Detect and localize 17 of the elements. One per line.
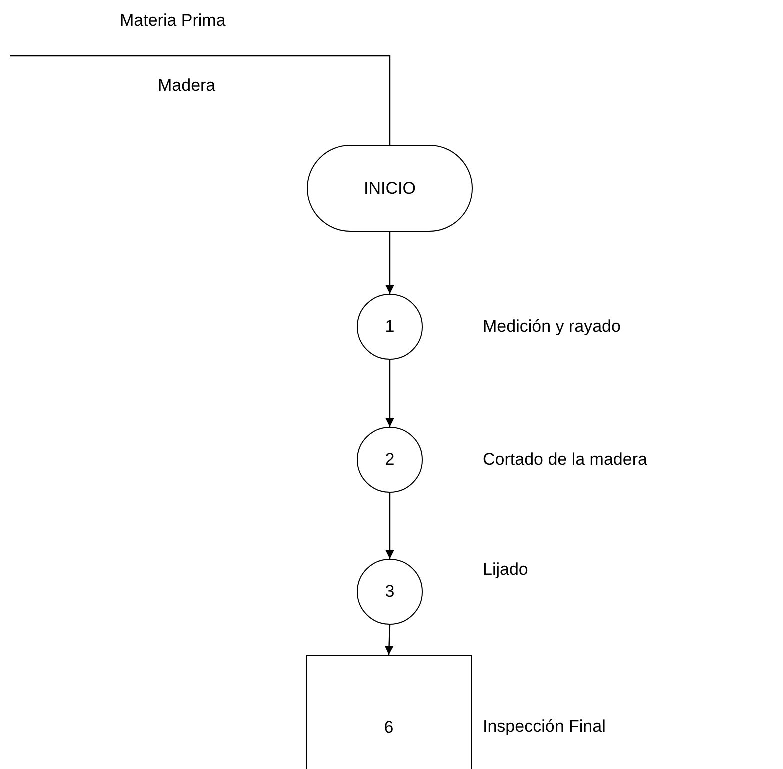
material-label: Materia Prima [120, 11, 226, 31]
step-description: Lijado [483, 560, 528, 580]
step-description: Medición y rayado [483, 317, 621, 337]
node-label: 3 [385, 582, 395, 602]
node-label: 2 [385, 450, 395, 470]
node-label: 6 [384, 718, 394, 738]
arrow [384, 624, 394, 656]
arrow [386, 493, 394, 559]
step-description: Inspección Final [483, 717, 606, 737]
node-label: INICIO [364, 178, 416, 198]
step-description: Cortado de la madera [483, 450, 648, 470]
input-line [10, 55, 391, 145]
node-label: 1 [385, 317, 395, 337]
arrow [386, 360, 394, 427]
material-label: Madera [158, 76, 216, 96]
inspection-box [306, 655, 472, 769]
arrow [386, 232, 394, 294]
